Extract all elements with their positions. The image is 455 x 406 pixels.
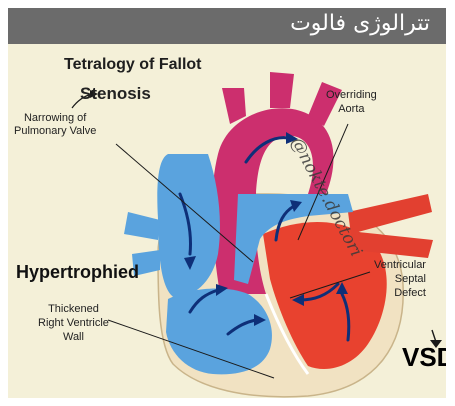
label-line: Defect — [394, 287, 426, 299]
label-line: Narrowing of — [24, 112, 86, 124]
label-stenosis: Stenosis — [80, 84, 151, 104]
label-line: Wall — [63, 331, 84, 343]
label-line: Overriding — [326, 89, 377, 101]
persian-title: تترالوژی فالوت — [290, 11, 430, 36]
label-vsd: VSD — [402, 342, 446, 373]
label-line: Pulmonary Valve — [14, 125, 96, 137]
diagram-frame: تترالوژی فالوت — [8, 8, 446, 398]
label-hypertrophied: Hypertrophied — [16, 262, 139, 283]
diagram-title: Tetralogy of Fallot — [64, 56, 201, 74]
label-line: Ventricular — [374, 259, 426, 271]
label-line: Right Ventricle — [38, 317, 109, 329]
label-line: Septal — [395, 273, 426, 285]
label-ventricular-septal-defect: Ventricular Septal Defect — [374, 258, 426, 300]
title-banner: تترالوژی فالوت — [8, 8, 446, 44]
heart-illustration — [8, 44, 446, 398]
label-line: Aorta — [338, 103, 364, 115]
label-narrowing-pulmonary-valve: Narrowing of Pulmonary Valve — [14, 112, 96, 138]
label-line: Thickened — [48, 303, 99, 315]
label-thickened-right-ventricle-wall: Thickened Right Ventricle Wall — [38, 302, 109, 344]
label-overriding-aorta: Overriding Aorta — [326, 88, 377, 116]
